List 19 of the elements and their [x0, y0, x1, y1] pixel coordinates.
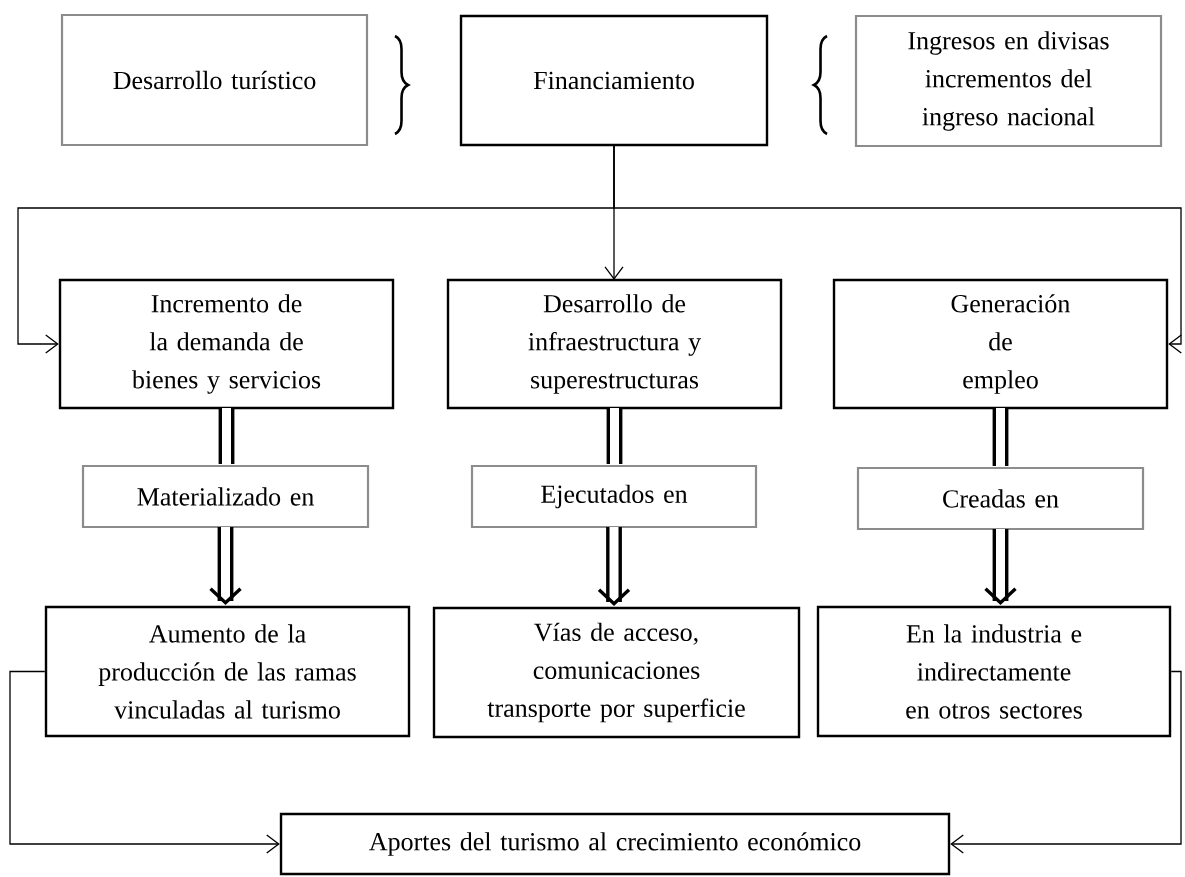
arrow	[950, 670, 1182, 854]
label-box: Desarrollo turístico	[60, 13, 369, 147]
text-box: Incremento de la demanda de bienes y servicios	[58, 278, 395, 410]
label-box: Ingresos en divisas incrementos del ingreso nacional	[854, 14, 1163, 148]
text-box: Financiamiento	[459, 14, 769, 147]
label-box: Ejecutados en	[470, 464, 758, 529]
double-arrow	[597, 527, 631, 606]
arrow	[9, 670, 280, 854]
label-box: Creadas en	[856, 466, 1145, 531]
label-box: Materializado en	[81, 464, 370, 529]
text-box: Aportes del turismo al crecimiento económico	[279, 812, 951, 876]
arrow	[613, 144, 1182, 354]
text-box: Generación de empleo	[832, 278, 1169, 410]
text-box: Aumento de la producción de las ramas vinculadas al turismo	[44, 605, 411, 738]
double-arrow	[984, 529, 1017, 605]
text-box: Vías de acceso, comunicaciones transporte por superficie	[432, 606, 801, 739]
text-box: Desarrollo de infraestructura y superestructuras	[446, 278, 783, 410]
double-arrow	[209, 527, 242, 605]
text-box: En la industria e indirectamente en otros sectores	[816, 605, 1172, 738]
